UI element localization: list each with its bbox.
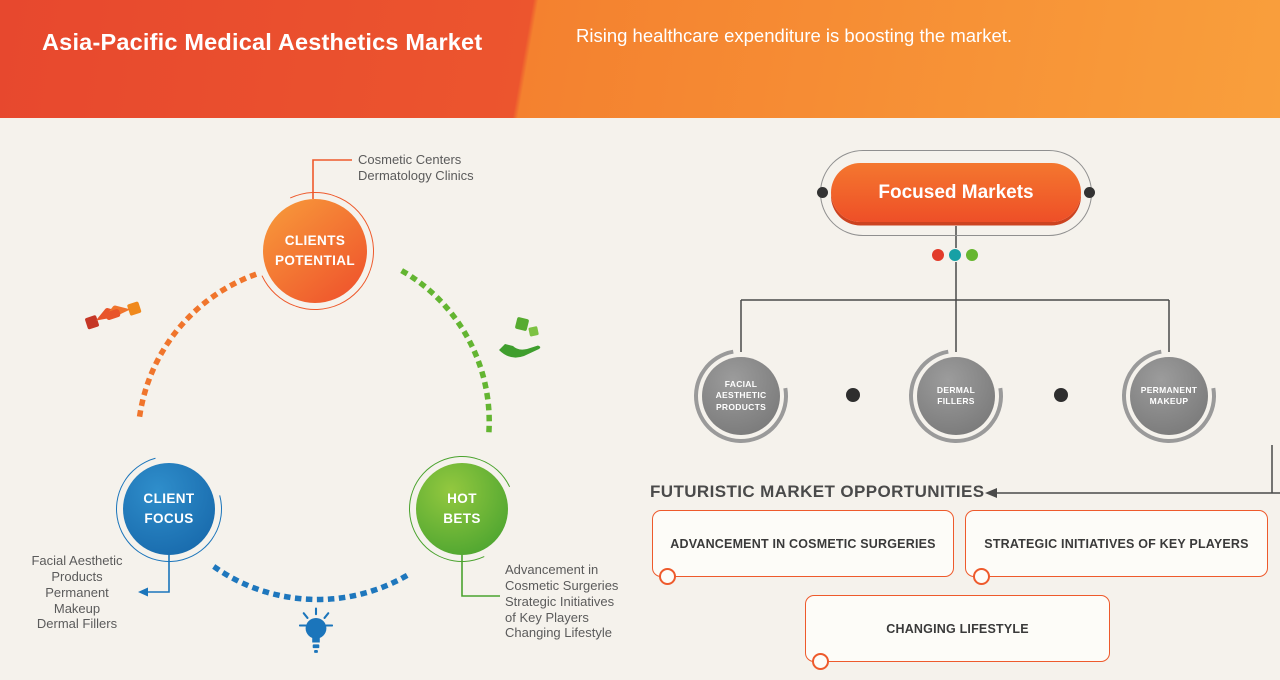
lightbulb-icon xyxy=(298,606,334,662)
hot-bets-bubble: HOT BETS xyxy=(416,463,508,555)
opportunities-heading: FUTURISTIC MARKET OPPORTUNITIES xyxy=(650,482,985,501)
client-focus-bubble: CLIENT FOCUS xyxy=(123,463,215,555)
client-focus-callout-line xyxy=(146,555,170,593)
opportunity-box-corner-dot xyxy=(659,568,676,585)
dotted-arc-blue xyxy=(212,564,410,603)
market-circle-permanent-makeup: PERMANENT MAKEUP xyxy=(1130,357,1208,435)
header-subtitle: Rising healthcare expenditure is boostin… xyxy=(576,25,1013,46)
opportunities-arrowhead xyxy=(985,488,997,498)
hot-bets-callout: Advancement in Cosmetic Surgeries Strate… xyxy=(505,562,619,641)
clients-potential-callout-line xyxy=(312,159,352,199)
legend-dot-red xyxy=(932,249,944,261)
focused-markets-badge: Focused Markets xyxy=(831,163,1081,222)
opportunity-box-corner-dot xyxy=(812,653,829,670)
market-circle-facial-aesthetic-products: FACIAL AESTHETIC PRODUCTS xyxy=(702,357,780,435)
market-circle-dermal-fillers: DERMAL FILLERS xyxy=(917,357,995,435)
hot-bets-callout-line xyxy=(461,555,500,597)
header-banner: Asia-Pacific Medical Aesthetics Market R… xyxy=(0,0,1280,118)
client-focus-arrowhead xyxy=(138,587,148,597)
clients-potential-callout: Cosmetic Centers Dermatology Clinics xyxy=(358,152,474,183)
capsule-right-dot xyxy=(1084,187,1095,198)
dotted-arc-orange xyxy=(136,271,258,418)
opportunity-box-cosmetic-surgeries: ADVANCEMENT IN COSMETIC SURGERIES xyxy=(652,510,954,577)
opportunity-box-key-players: STRATEGIC INITIATIVES OF KEY PLAYERS xyxy=(965,510,1268,577)
client-focus-callout: Facial Aesthetic Products Permanent Make… xyxy=(31,553,123,632)
focused-markets-connector xyxy=(740,226,1170,352)
opportunity-box-changing-lifestyle: CHANGING LIFESTYLE xyxy=(805,595,1110,662)
opportunity-box-corner-dot xyxy=(973,568,990,585)
separator-dot xyxy=(846,388,860,402)
capsule-left-dot xyxy=(817,187,828,198)
page-title: Asia-Pacific Medical Aesthetics Market xyxy=(42,29,483,55)
money-hand-icon xyxy=(496,314,544,364)
separator-dot xyxy=(1054,388,1068,402)
handshake-icon xyxy=(84,292,142,338)
legend-dot-green xyxy=(966,249,978,261)
dotted-arc-green xyxy=(400,268,492,433)
clients-potential-bubble: CLIENTS POTENTIAL xyxy=(263,199,367,303)
legend-dot-teal xyxy=(949,249,961,261)
opportunities-arrow-line xyxy=(995,445,1280,494)
